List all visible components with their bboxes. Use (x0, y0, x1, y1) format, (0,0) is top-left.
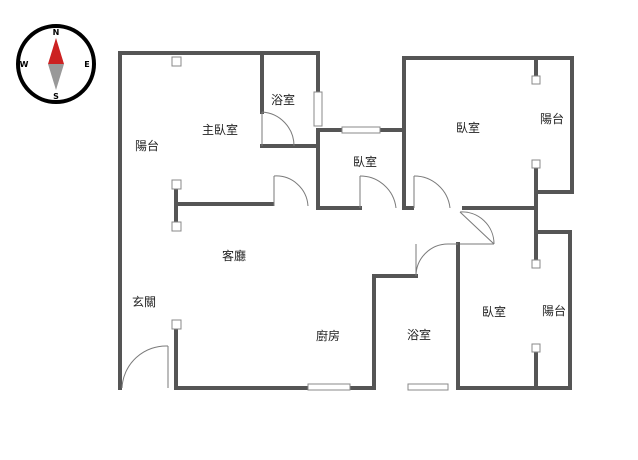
window-living-left (171, 221, 182, 232)
label-balcony-top-right: 陽台 (540, 111, 564, 126)
window-master-top (171, 56, 182, 67)
door-br-bedroom (459, 211, 495, 245)
window-tr-upper (531, 75, 541, 85)
compass-needle-north (48, 38, 64, 64)
window-bath-side (313, 91, 323, 127)
label-bathroom-bottom: 浴室 (407, 327, 431, 342)
compass-north-label: N (53, 28, 60, 37)
door-mid-bedroom (359, 175, 397, 209)
walls (118, 51, 574, 390)
window-br-upper (531, 259, 541, 269)
label-bedroom-top-right: 臥室 (456, 120, 480, 135)
label-master-bedroom: 主臥室 (202, 122, 238, 137)
door-bath-top (261, 111, 295, 147)
doors (121, 111, 495, 389)
room-labels: 主臥室 浴室 陽台 臥室 臥室 陽台 客廳 玄關 廚房 浴室 臥室 陽台 (132, 92, 566, 343)
door-master (273, 175, 309, 207)
compass-west-label: W (20, 60, 29, 69)
window-kitchen (307, 383, 351, 391)
window-master-left (171, 179, 182, 190)
windows (171, 56, 541, 391)
label-living-room: 客廳 (222, 248, 246, 263)
window-bath2 (407, 383, 449, 391)
window-tr-lower (531, 159, 541, 169)
label-bedroom-bottom-right: 臥室 (482, 304, 506, 319)
label-balcony-left: 陽台 (135, 138, 159, 153)
window-entrance (171, 319, 182, 330)
door-tr-bedroom (413, 175, 451, 209)
label-balcony-bottom-right: 陽台 (542, 303, 566, 318)
compass: N S E W (16, 24, 96, 104)
compass-south-label: S (53, 92, 59, 101)
label-bathroom-top: 浴室 (271, 92, 295, 107)
door-entrance (121, 345, 169, 389)
label-kitchen: 廚房 (316, 328, 340, 343)
window-br-lower (531, 343, 541, 353)
window-mid-top (341, 126, 381, 134)
compass-needle-south (48, 64, 64, 90)
label-bedroom-middle: 臥室 (353, 154, 377, 169)
door-bath-bottom (415, 243, 458, 277)
compass-east-label: E (84, 60, 89, 69)
label-entrance: 玄關 (132, 294, 156, 309)
